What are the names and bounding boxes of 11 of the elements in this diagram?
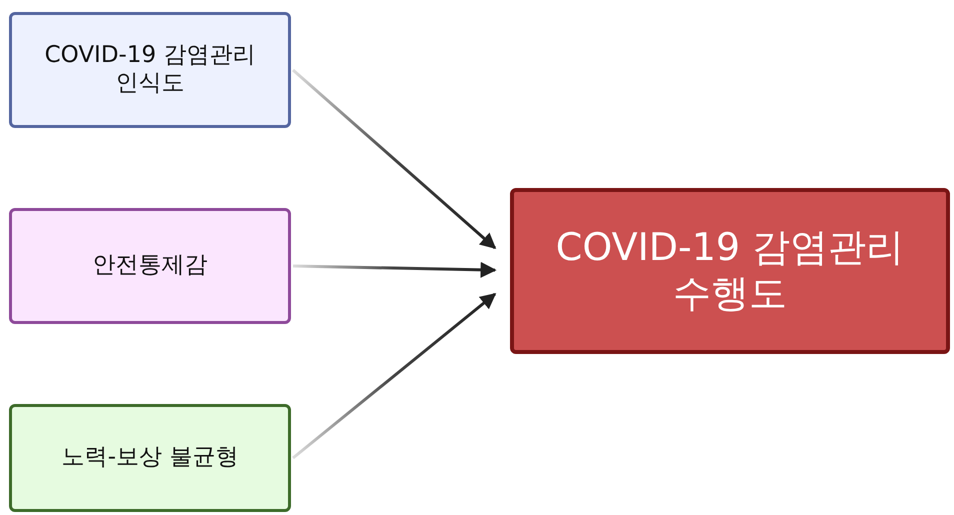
node-label: COVID-19 감염관리 수행도: [554, 225, 906, 317]
arrow: [292, 292, 496, 460]
arrow: [292, 262, 497, 278]
factor-box: [9, 404, 291, 512]
outcome-box: [510, 188, 950, 354]
node-label: COVID-19 감염관리 인식도: [44, 42, 256, 98]
arrow: [292, 68, 496, 250]
node-label: 노력-보상 불균형: [62, 444, 238, 472]
factor-box: [9, 12, 291, 128]
node-label: 안전통제감: [92, 252, 208, 280]
factor-box: [9, 208, 291, 324]
